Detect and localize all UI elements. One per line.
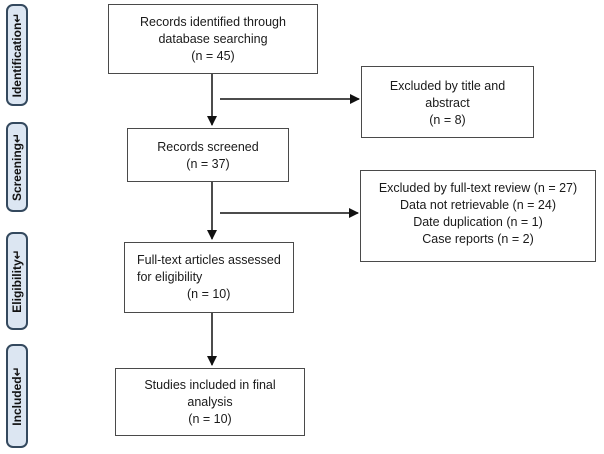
stage-tab-included: Included↵ bbox=[6, 344, 28, 448]
box-excluded-fulltext: Excluded by full-text review (n = 27) Da… bbox=[360, 170, 596, 262]
identified-line-1: Records identified through bbox=[140, 15, 286, 29]
fulltext-line-1: Full-text articles assessed bbox=[137, 253, 281, 267]
stage-tab-eligibility: Eligibility↵ bbox=[6, 232, 28, 330]
stage-tab-identification: Identification↵ bbox=[6, 4, 28, 106]
excluded-fulltext-line-4: Case reports (n = 2) bbox=[422, 232, 534, 246]
excluded-fulltext-line-1: Excluded by full-text review (n = 27) bbox=[378, 181, 578, 195]
excluded-title-line-1: Excluded by title and bbox=[389, 79, 506, 93]
screened-line-2: (n = 37) bbox=[186, 157, 230, 171]
stage-tab-screening: Screening↵ bbox=[6, 122, 28, 212]
excluded-fulltext-line-2: Data not retrievable (n = 24) bbox=[400, 198, 556, 212]
screened-line-1: Records screened bbox=[157, 140, 259, 154]
box-records-identified: Records identified through database sear… bbox=[108, 4, 318, 74]
excluded-title-line-3: (n = 8) bbox=[429, 113, 466, 127]
box-studies-included: Studies included in final analysis (n = … bbox=[115, 368, 305, 436]
identified-line-2: database searching bbox=[158, 32, 268, 46]
fulltext-line-2: for eligibility bbox=[137, 270, 203, 284]
identified-line-3: (n = 45) bbox=[191, 49, 235, 63]
included-line-2: analysis bbox=[187, 395, 233, 409]
included-line-1: Studies included in final bbox=[144, 378, 276, 392]
box-excluded-title-abstract: Excluded by title and abstract (n = 8) bbox=[361, 66, 534, 138]
fulltext-line-3: (n = 10) bbox=[187, 287, 231, 301]
box-records-screened: Records screened (n = 37) bbox=[127, 128, 289, 182]
excluded-fulltext-line-3: Date duplication (n = 1) bbox=[413, 215, 543, 229]
excluded-title-line-2: abstract bbox=[425, 96, 470, 110]
box-fulltext-assessed: Full-text articles assessed for eligibil… bbox=[124, 242, 294, 313]
included-line-3: (n = 10) bbox=[188, 412, 232, 426]
